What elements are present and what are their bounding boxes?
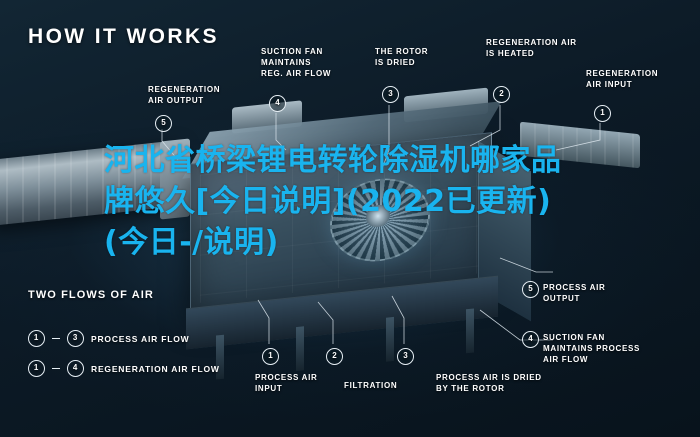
callout-number-2-regeneration-air-heated: 2 — [493, 86, 510, 103]
callout-number-3-rotor-dried: 3 — [382, 86, 399, 103]
legend-label-regeneration-air-flow: REGENERATION AIR FLOW — [91, 363, 220, 374]
callout-regeneration-air-is-heated: REGENERATION AIR IS HEATED — [486, 38, 577, 58]
legend-dot-to-3: 3 — [67, 330, 84, 347]
callout-number-5-regeneration-air-output: 5 — [155, 115, 172, 132]
callout-number-4-suction-fan-process: 4 — [522, 331, 539, 348]
callout-number-2-filtration: 2 — [326, 348, 343, 365]
callout-suction-fan-maintains-reg-air-flow: SUCTION FAN MAINTAINS REG. AIR FLOW — [261, 47, 332, 78]
callout-number-1-regeneration-air-input: 1 — [594, 105, 611, 122]
overlay-watermark-text: 河北省桥梁锂电转轮除湿机哪家品牌悠久[今日说明](2022已更新)(今日-/说明… — [104, 143, 562, 260]
legend-dash-icon — [52, 338, 60, 339]
legend-dot-to-4: 4 — [67, 360, 84, 377]
legend-title: TWO FLOWS OF AIR — [28, 289, 154, 301]
legend-row-process-air-flow: 1 3 PROCESS AIR FLOW — [28, 330, 189, 347]
callout-number-5-process-air-output: 5 — [522, 281, 539, 298]
callout-process-air-input: PROCESS AIR INPUT — [255, 373, 318, 393]
legend-label-process-air-flow: PROCESS AIR FLOW — [91, 333, 190, 344]
callout-number-3-process-air-dried: 3 — [397, 348, 414, 365]
callout-suction-fan-maintains-process-air-flow: SUCTION FAN MAINTAINS PROCESS AIR FLOW — [543, 333, 641, 364]
callout-number-4-suction-fan-reg: 4 — [269, 95, 286, 112]
legend-dot-from-1: 1 — [28, 330, 45, 347]
legend-dash-icon-alt — [52, 368, 60, 369]
callout-process-air-is-dried-by-the-rotor: PROCESS AIR IS DRIED BY THE ROTOR — [436, 373, 542, 393]
page-title: HOW IT WORKS — [28, 25, 219, 48]
callout-the-rotor-is-dried: THE ROTOR IS DRIED — [375, 47, 429, 67]
callout-process-air-output: PROCESS AIR OUTPUT — [543, 283, 606, 303]
callout-number-1-process-air-input: 1 — [262, 348, 279, 365]
legend-dot-from-1-alt: 1 — [28, 360, 45, 377]
legend-row-regeneration-air-flow: 1 4 REGENERATION AIR FLOW — [28, 360, 220, 377]
callout-filtration: FILTRATION — [344, 381, 398, 390]
callout-regeneration-air-input: REGENERATION AIR INPUT — [586, 69, 659, 89]
callout-regeneration-air-output: REGENERATION AIR OUTPUT — [148, 85, 221, 105]
